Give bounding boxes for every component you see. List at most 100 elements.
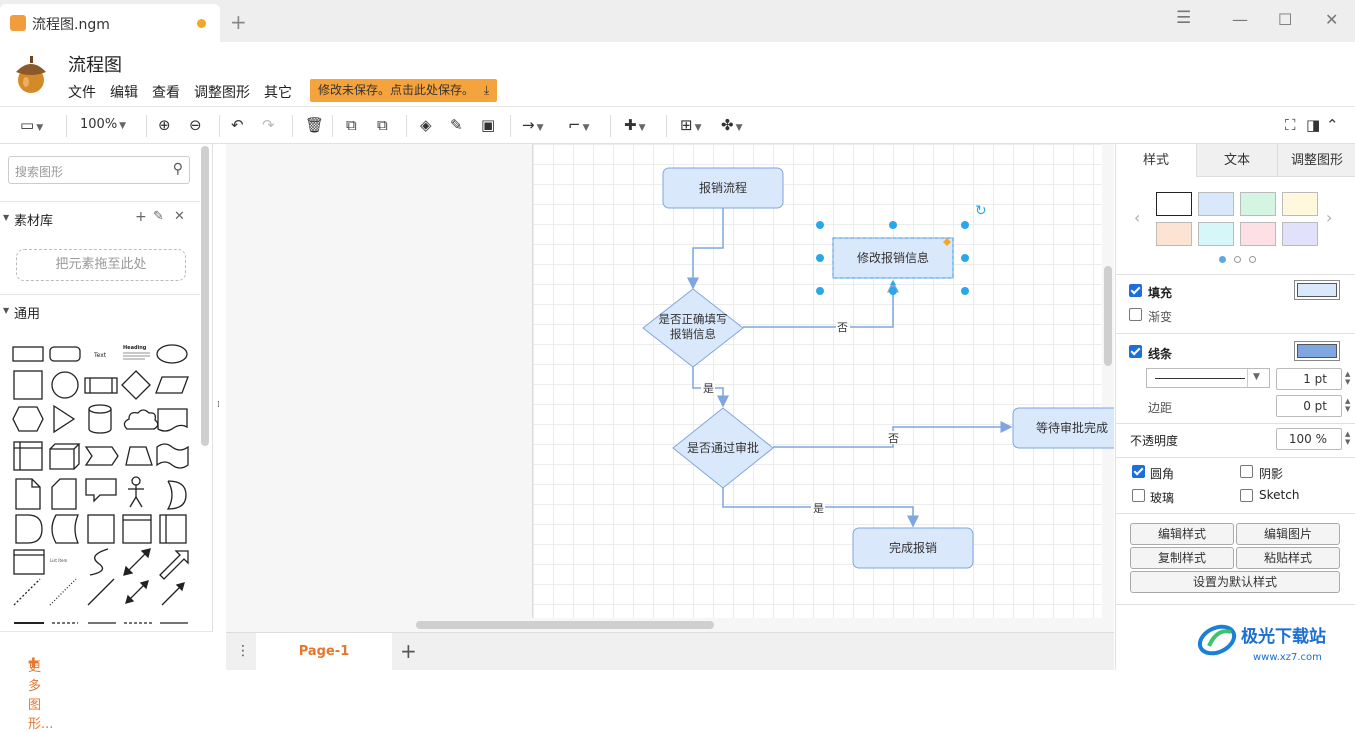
opacity-input[interactable]: 100 % — [1276, 428, 1342, 450]
shape-rectangle[interactable] — [12, 346, 44, 362]
swatch-page-dot-2[interactable] — [1234, 256, 1241, 263]
line-pattern-select[interactable]: ▼ — [1146, 368, 1270, 388]
to-back-button[interactable]: ⧉ — [377, 116, 388, 134]
shape-triangle[interactable] — [53, 404, 76, 434]
shape-curve[interactable] — [89, 548, 109, 576]
shape-data-storage[interactable] — [51, 514, 79, 544]
node-approve[interactable]: 是否通过审批 — [672, 407, 774, 489]
connect-arrow-icon[interactable] — [890, 280, 896, 285]
corner-handle-icon[interactable] — [943, 238, 951, 246]
node-wait[interactable]: 等待审批完成 — [1012, 407, 1114, 449]
zoom-out-button[interactable]: ⊖ — [189, 116, 202, 134]
shadow-checkbox[interactable] — [1240, 465, 1253, 478]
add-library-icon[interactable]: + — [135, 209, 147, 225]
shape-circle[interactable] — [51, 371, 79, 399]
shape-actor[interactable] — [128, 476, 144, 508]
style-swatch-3[interactable] — [1240, 192, 1276, 216]
waypoints-button[interactable]: ⌐▼ — [568, 116, 590, 134]
style-swatch-2[interactable] — [1198, 192, 1234, 216]
shadow-button[interactable]: ▣ — [481, 116, 495, 134]
shape-callout[interactable] — [85, 478, 117, 503]
fill-checkbox[interactable] — [1129, 284, 1142, 297]
shape-list[interactable] — [13, 549, 45, 575]
style-swatch-5[interactable] — [1156, 222, 1192, 246]
close-library-icon[interactable]: ✕ — [174, 209, 185, 224]
add-page-button[interactable]: + — [400, 639, 417, 663]
selection-handles[interactable] — [816, 221, 969, 295]
search-icon[interactable]: ⚲ — [172, 161, 183, 177]
sidebar-scrollbar[interactable] — [201, 146, 209, 446]
copy-style-button[interactable]: 复制样式 — [1130, 547, 1234, 569]
opacity-stepper[interactable]: ▲▼ — [1345, 430, 1351, 446]
shape-parallelogram[interactable] — [155, 376, 189, 394]
style-swatch-7[interactable] — [1240, 222, 1276, 246]
shape-trapezoid[interactable] — [125, 446, 153, 466]
new-tab-button[interactable]: + — [230, 10, 247, 34]
style-swatch-6[interactable] — [1198, 222, 1234, 246]
page-tab-1[interactable]: Page-1 — [256, 633, 392, 671]
pages-menu-icon[interactable]: ⋮ — [236, 643, 250, 659]
to-front-button[interactable]: ⧉ — [346, 116, 357, 134]
tab-text[interactable]: 文本 — [1196, 144, 1277, 177]
node-start[interactable]: 报销流程 — [662, 167, 784, 209]
style-swatch-1[interactable] — [1156, 192, 1192, 216]
shape-text[interactable]: Text — [93, 352, 107, 359]
rotate-icon[interactable]: ↻ — [975, 203, 987, 219]
shape-internal-storage[interactable] — [13, 441, 43, 471]
line-width-stepper[interactable]: ▲▼ — [1345, 370, 1351, 386]
paste-style-button[interactable]: 粘贴样式 — [1236, 547, 1340, 569]
minimize-button[interactable]: — — [1232, 10, 1248, 29]
shape-heading[interactable]: Heading — [123, 345, 150, 360]
shape-cloud[interactable] — [123, 409, 159, 430]
connection-style-button[interactable]: →▼ — [522, 116, 544, 134]
general-section-header[interactable]: ▼ 通用 — [0, 294, 200, 328]
library-section-header[interactable]: ▼ 素材库 + ✎ ✕ — [0, 201, 200, 235]
edit-style-button[interactable]: 编辑样式 — [1130, 523, 1234, 545]
undo-button[interactable]: ↶ — [231, 116, 244, 134]
shape-dotted-line[interactable] — [49, 578, 77, 606]
node-modify-selected[interactable]: 修改报销信息 ↻ — [816, 203, 987, 295]
shape-delay[interactable] — [15, 514, 43, 544]
line-checkbox[interactable] — [1129, 345, 1142, 358]
shape-or[interactable] — [166, 480, 187, 510]
format-panel-toggle-button[interactable]: ▭▼ — [20, 116, 44, 134]
maximize-button[interactable]: ☐ — [1278, 10, 1293, 29]
edge-check-no-to-modify[interactable] — [743, 280, 899, 328]
collapse-toolbar-button[interactable]: ⌃ — [1326, 116, 1339, 134]
delete-button[interactable]: 🗑 — [305, 116, 324, 134]
close-window-button[interactable]: ✕ — [1325, 10, 1339, 29]
shape-swimlane[interactable] — [159, 514, 187, 544]
sketch-checkbox[interactable] — [1240, 489, 1253, 502]
shape-diamond[interactable] — [121, 370, 151, 400]
toggle-panel-button[interactable]: ◨ — [1306, 116, 1320, 134]
more-shapes-button[interactable]: ✚ 更多图形... — [0, 631, 213, 732]
zoom-dropdown[interactable]: 100%▼ — [80, 117, 127, 132]
shape-bidirectional-arrow[interactable] — [123, 548, 151, 576]
shape-container[interactable] — [122, 514, 152, 544]
shape-document[interactable] — [157, 408, 188, 432]
menu-extras[interactable]: 其它 — [264, 85, 292, 101]
document-tab[interactable]: 流程图.ngm — [0, 4, 220, 42]
gradient-checkbox[interactable] — [1129, 308, 1142, 321]
node-done[interactable]: 完成报销 — [852, 527, 974, 569]
chevron-left-icon[interactable]: ‹ — [1134, 208, 1141, 227]
shape-step[interactable] — [84, 446, 119, 466]
diagram-canvas[interactable]: 否 是 否 是 报销流程 是否正确填写 报销信息 修改报销信息 — [226, 144, 1114, 632]
canvas-horizontal-scrollbar[interactable] — [416, 621, 714, 629]
tab-arrange[interactable]: 调整图形 — [1277, 144, 1355, 177]
shape-rounded-rectangle[interactable] — [49, 346, 81, 362]
edit-library-icon[interactable]: ✎ — [153, 209, 164, 224]
sidebar-resize-handle[interactable]: ⁞ — [217, 400, 220, 410]
shape-hexagon[interactable] — [12, 406, 44, 432]
menu-view[interactable]: 查看 — [152, 85, 180, 101]
shape-line[interactable] — [87, 578, 115, 606]
library-dropzone[interactable]: 把元素拖至此处 — [16, 249, 186, 281]
spacing-stepper[interactable]: ▲▼ — [1345, 397, 1351, 413]
insert-button[interactable]: ✚▼ — [624, 116, 646, 134]
fullscreen-button[interactable]: ⛶ — [1285, 116, 1296, 134]
shape-cube[interactable] — [49, 443, 81, 470]
canvas-vertical-scrollbar[interactable] — [1104, 266, 1112, 366]
swatch-page-dot-1[interactable] — [1219, 256, 1226, 263]
shape-cylinder[interactable] — [88, 404, 112, 434]
glass-checkbox[interactable] — [1132, 489, 1145, 502]
